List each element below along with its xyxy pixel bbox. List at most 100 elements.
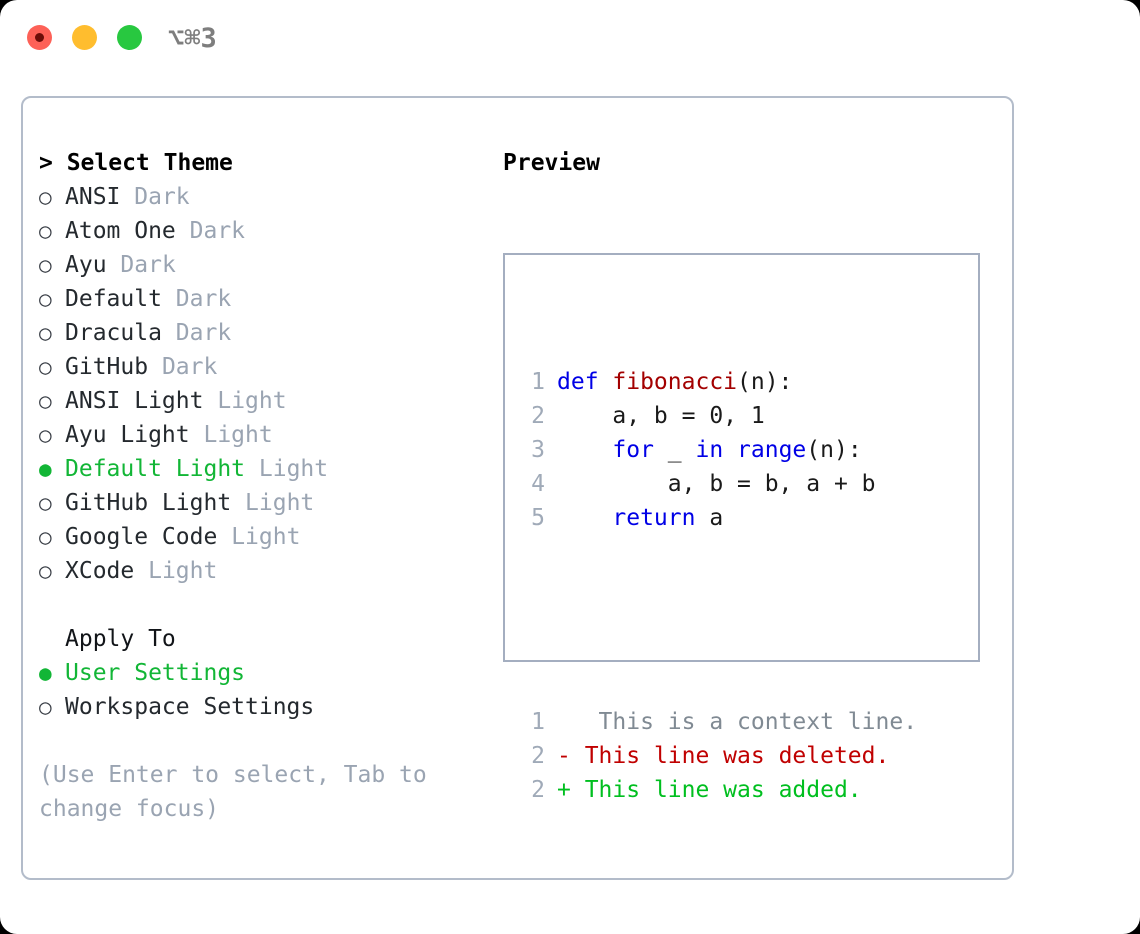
- code-token: fibonacci: [612, 369, 738, 395]
- theme-label-gap: [203, 384, 217, 418]
- theme-name-label: GitHub: [65, 354, 149, 380]
- theme-list-item[interactable]: ○Default Dark: [39, 282, 489, 316]
- apply-to-item[interactable]: ○ Workspace Settings: [39, 690, 489, 724]
- radio-selected-icon[interactable]: ●: [39, 457, 52, 481]
- theme-name-label: Google Code: [65, 524, 218, 550]
- theme-label-gap: [162, 316, 176, 350]
- code-diff-gap: [525, 603, 917, 637]
- code-line-number: 4: [531, 471, 545, 497]
- radio-unselected-icon[interactable]: ○: [39, 185, 52, 209]
- theme-variant-tag: Dark: [134, 184, 190, 210]
- close-button-icon[interactable]: [27, 25, 52, 50]
- theme-variant-tag: Dark: [161, 354, 218, 380]
- radio-unselected-icon[interactable]: ○: [39, 525, 52, 549]
- theme-list-item[interactable]: ○ ANSI Dark: [39, 180, 489, 214]
- diff-line: 2 + This line was added.: [525, 773, 917, 807]
- code-token: [723, 437, 737, 463]
- maximize-button-icon[interactable]: [117, 25, 142, 50]
- keyboard-hint-text: (Use Enter to select, Tab to change focu…: [39, 762, 441, 822]
- radio-unselected-icon[interactable]: ○: [39, 253, 52, 277]
- code-line-number: 1: [531, 369, 545, 395]
- code-line: 2 a, b = 0, 1: [525, 399, 917, 433]
- code-token: range: [737, 437, 807, 463]
- theme-label-gap: [162, 282, 176, 316]
- theme-label-gap: [134, 554, 148, 588]
- radio-selected-icon[interactable]: ●: [39, 661, 52, 685]
- code-line-number: 2: [531, 403, 545, 429]
- theme-list-item[interactable]: ○Dracula Dark: [39, 316, 489, 350]
- theme-name-label: Ayu: [65, 252, 107, 278]
- radio-unselected-icon[interactable]: ○: [39, 695, 52, 719]
- radio-unselected-icon[interactable]: ○: [39, 559, 52, 583]
- diff-marker: -: [557, 743, 571, 769]
- theme-label-gap: [107, 248, 121, 282]
- select-theme-header-label: > Select Theme: [39, 150, 233, 176]
- radio-unselected-icon[interactable]: ○: [39, 423, 52, 447]
- theme-variant-tag: Light: [258, 456, 329, 482]
- diff-marker: [557, 705, 571, 739]
- diff-line-number: 1: [531, 709, 545, 735]
- theme-label-gap: [231, 486, 245, 520]
- radio-unselected-icon[interactable]: ○: [39, 355, 52, 379]
- code-token: (n):: [806, 437, 862, 463]
- code-token: [557, 437, 612, 463]
- theme-label-gap: [120, 180, 134, 214]
- theme-name-label: XCode: [65, 558, 135, 584]
- radio-unselected-icon[interactable]: ○: [39, 321, 52, 345]
- code-token: a: [695, 505, 724, 531]
- radio-unselected-icon[interactable]: ○: [39, 287, 52, 311]
- apply-to-item[interactable]: ●User Settings: [39, 656, 489, 690]
- title-bar: ⌥⌘3: [0, 0, 1140, 78]
- diff-line-text: This line was added.: [570, 777, 862, 803]
- theme-variant-tag: Light: [148, 558, 218, 584]
- theme-label-gap: [176, 214, 190, 248]
- theme-name-label: ANSI: [65, 184, 121, 210]
- code-token: def: [557, 369, 613, 395]
- theme-list-item[interactable]: ○Ayu Dark: [39, 248, 489, 282]
- diff-line-number: 2: [531, 777, 545, 803]
- theme-list-item[interactable]: ○GitHub Light Light: [39, 486, 489, 520]
- code-line-text: def fibonacci(n):: [557, 365, 792, 399]
- list-spacer: [39, 588, 489, 622]
- diff-marker: +: [557, 777, 571, 803]
- theme-list-item[interactable]: ○ANSI Light Light: [39, 384, 489, 418]
- window-controls: [27, 25, 142, 50]
- theme-variant-tag: Light: [245, 490, 315, 516]
- code-token: _: [653, 437, 696, 463]
- code-token: a, b = b, a + b: [557, 471, 876, 497]
- code-token: a, b = 0, 1: [557, 403, 765, 429]
- radio-unselected-icon[interactable]: ○: [39, 219, 52, 243]
- minimize-button-icon[interactable]: [72, 25, 97, 50]
- theme-selection-column: > Select Theme ○ANSI Dark○Atom One Dark○…: [39, 146, 489, 826]
- code-line-text: a, b = b, a + b: [557, 467, 876, 501]
- code-line-number: 5: [531, 505, 545, 531]
- radio-unselected-icon[interactable]: ○: [39, 491, 52, 515]
- theme-list-item[interactable]: ○ Google Code Light: [39, 520, 489, 554]
- theme-list-item[interactable]: ●Default Light Light: [39, 452, 489, 486]
- code-line-number: 3: [531, 437, 545, 463]
- apply-to-label: Workspace Settings: [65, 694, 315, 720]
- theme-name-label: Default: [65, 286, 162, 312]
- diff-block: 1 This is a context line.2- This line wa…: [525, 705, 917, 807]
- code-token: [557, 505, 612, 531]
- code-token: (n):: [737, 369, 793, 395]
- radio-unselected-icon[interactable]: ○: [39, 389, 52, 413]
- code-line: 3 for _ in range(n):: [525, 433, 917, 467]
- theme-list-item[interactable]: ○Atom One Dark: [39, 214, 489, 248]
- theme-name-label: Dracula: [65, 320, 162, 346]
- diff-line-number: 2: [531, 743, 545, 769]
- preview-title: Preview: [503, 150, 600, 176]
- theme-variant-tag: Light: [203, 422, 273, 448]
- theme-name-label: Ayu Light: [65, 422, 190, 448]
- code-line-text: a, b = 0, 1: [557, 399, 765, 433]
- apply-to-list[interactable]: ●User Settings ○ Workspace Settings: [39, 656, 489, 724]
- theme-list-item[interactable]: ○ XCode Light: [39, 554, 489, 588]
- theme-list-item[interactable]: ○ GitHub Dark: [39, 350, 489, 384]
- code-line-text: return a: [557, 501, 723, 535]
- theme-list-item[interactable]: ○ Ayu Light Light: [39, 418, 489, 452]
- theme-list[interactable]: ○ANSI Dark○Atom One Dark○Ayu Dark○Defaul…: [39, 180, 489, 588]
- theme-variant-tag: Light: [231, 524, 301, 550]
